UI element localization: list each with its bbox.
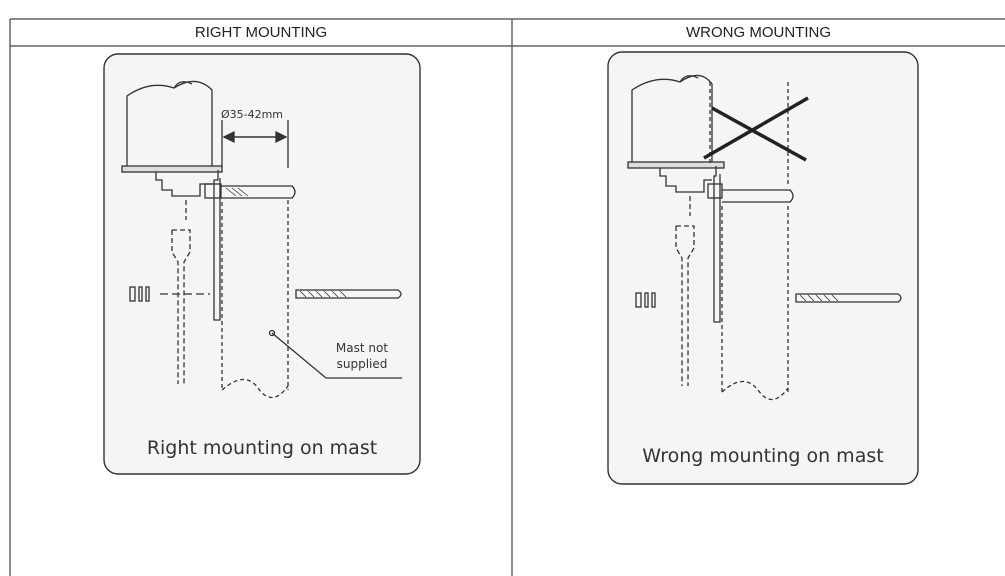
rod-thread	[299, 290, 347, 298]
mast-diameter-label: Ø35-42mm	[221, 108, 283, 121]
spare-washer-1	[138, 286, 143, 302]
spare-nut-1	[129, 286, 136, 302]
wrong-panel-caption: Wrong mounting on mast	[642, 445, 883, 467]
wrong-cross-stroke-2	[703, 96, 809, 160]
mast-break	[721, 380, 789, 401]
antenna-top-curve	[679, 75, 699, 83]
spare-washer-2	[651, 292, 656, 308]
right-antenna-drawing	[121, 80, 402, 399]
upper-u-bolt	[722, 189, 794, 203]
upper-thread	[225, 187, 249, 197]
wrong-antenna-drawing	[627, 74, 902, 401]
mounting-bracket	[713, 166, 721, 323]
antenna-cable	[675, 196, 695, 386]
antenna-base-plate	[121, 165, 223, 173]
leader-dot	[268, 329, 276, 337]
wrong-cross-stroke-1	[711, 106, 807, 162]
spare-washer-1	[644, 292, 649, 308]
table-grid	[9, 18, 1005, 576]
spare-nut-1	[635, 292, 642, 308]
loose-threaded-rod	[795, 293, 902, 303]
right-panel-caption: Right mounting on mast	[147, 437, 377, 459]
antenna-body	[631, 74, 713, 165]
antenna-cable	[171, 200, 191, 384]
mast-note-line1: Mast not	[336, 341, 388, 355]
mast-outline	[221, 200, 289, 390]
header-wrong-mounting: WRONG MOUNTING	[686, 24, 831, 41]
mast-outline-top	[709, 82, 789, 186]
wrong-mounting-panel: Wrong mounting on mast	[607, 51, 919, 485]
mast-note-leader	[271, 332, 402, 379]
mast-break	[221, 378, 289, 399]
right-mounting-panel: Ø35-42mm Mast not supplied Right mountin…	[103, 53, 421, 475]
bracket-nut	[707, 183, 723, 199]
loose-threaded-rod	[295, 289, 402, 299]
rod-thread	[799, 294, 839, 302]
connector-housing	[659, 168, 712, 193]
antenna-base-plate	[627, 161, 725, 169]
antenna-body	[126, 80, 213, 169]
header-right-mounting: RIGHT MOUNTING	[194, 24, 328, 41]
mast-note-line2: supplied	[337, 357, 388, 371]
mounting-bracket	[213, 170, 221, 321]
bracket-nut	[204, 183, 222, 199]
upper-u-bolt	[220, 185, 296, 199]
mast-outline	[721, 206, 789, 392]
connector-housing	[155, 172, 212, 197]
dimension-arrowheads	[222, 130, 288, 144]
antenna-top-curve	[173, 81, 193, 89]
spare-washer-2	[145, 286, 150, 302]
